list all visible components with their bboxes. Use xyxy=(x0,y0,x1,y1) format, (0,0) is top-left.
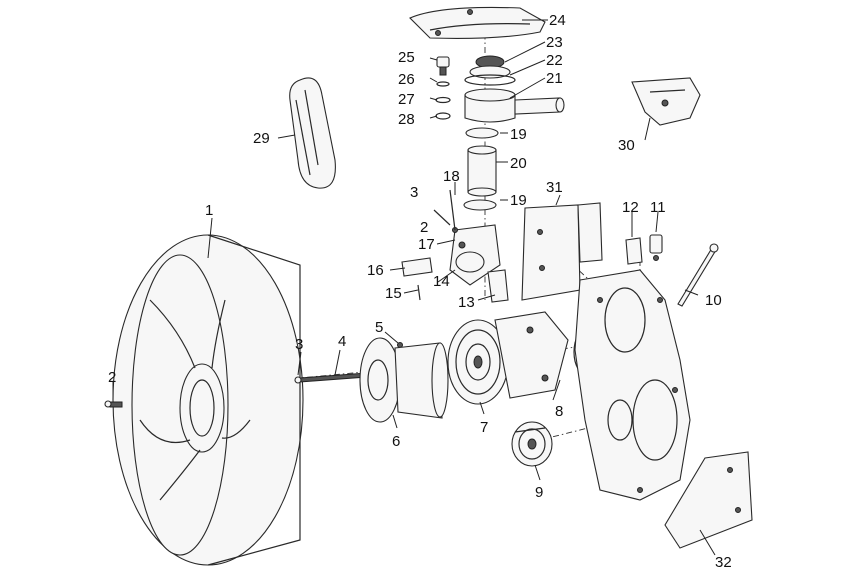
callout-8: 8 xyxy=(555,403,563,420)
callout-15: 15 xyxy=(385,285,402,302)
callout-21: 21 xyxy=(546,70,563,87)
thermostat-housing-stack xyxy=(464,55,565,123)
callout-24: 24 xyxy=(549,12,566,29)
callout-4: 4 xyxy=(338,333,346,350)
small-fasteners-stack xyxy=(435,56,451,120)
top-cover xyxy=(409,6,546,39)
callout-28: 28 xyxy=(398,111,415,128)
callout-10: 10 xyxy=(705,292,722,309)
callout-13: 13 xyxy=(458,294,475,311)
callout-12: 12 xyxy=(622,199,639,216)
callout-31: 31 xyxy=(546,179,563,196)
drive-belt xyxy=(289,77,336,189)
water-pump-pulley xyxy=(447,311,569,405)
callout-18: 18 xyxy=(443,168,460,185)
bracket-30 xyxy=(631,77,701,126)
callout-11: 11 xyxy=(650,199,666,216)
callout-23: 23 xyxy=(546,34,563,51)
callout-19-upper: 19 xyxy=(510,126,527,143)
callout-1: 1 xyxy=(205,202,213,219)
callout-16: 16 xyxy=(367,262,384,279)
fan-assembly xyxy=(112,234,304,566)
callout-14: 14 xyxy=(433,273,450,290)
bracket-plate-31 xyxy=(521,202,603,301)
callout-2-upper: 2 xyxy=(420,219,428,236)
fan-mount-bolt xyxy=(104,400,123,408)
callout-25: 25 xyxy=(398,49,415,66)
water-outlet-assembly xyxy=(401,189,509,303)
callout-7: 7 xyxy=(480,419,488,436)
timing-cover xyxy=(574,269,691,501)
crankshaft-pulley xyxy=(511,421,553,467)
callout-20: 20 xyxy=(510,155,527,172)
callout-17: 17 xyxy=(418,236,435,253)
callout-3-upper: 3 xyxy=(410,184,418,201)
callout-6: 6 xyxy=(392,433,400,450)
callout-22: 22 xyxy=(546,52,563,69)
callout-labels: 1 2 2 3 3 4 5 6 7 8 9 10 11 12 13 14 15 … xyxy=(108,12,732,571)
callout-29: 29 xyxy=(253,130,270,147)
leader-lines xyxy=(112,19,716,556)
callout-9: 9 xyxy=(535,484,543,501)
bracket-32 xyxy=(664,451,753,549)
fan-hub-flange xyxy=(359,337,449,423)
callout-32: 32 xyxy=(715,554,732,571)
callout-3-lower: 3 xyxy=(295,336,303,353)
hose-and-clamps xyxy=(463,127,499,211)
callout-30: 30 xyxy=(618,137,635,154)
sensor-and-bolt-parts xyxy=(625,234,719,307)
callout-2-left: 2 xyxy=(108,369,116,386)
callout-26: 26 xyxy=(398,71,415,88)
callout-27: 27 xyxy=(398,91,415,108)
callout-19-lower: 19 xyxy=(510,192,527,209)
callout-5: 5 xyxy=(375,319,383,336)
